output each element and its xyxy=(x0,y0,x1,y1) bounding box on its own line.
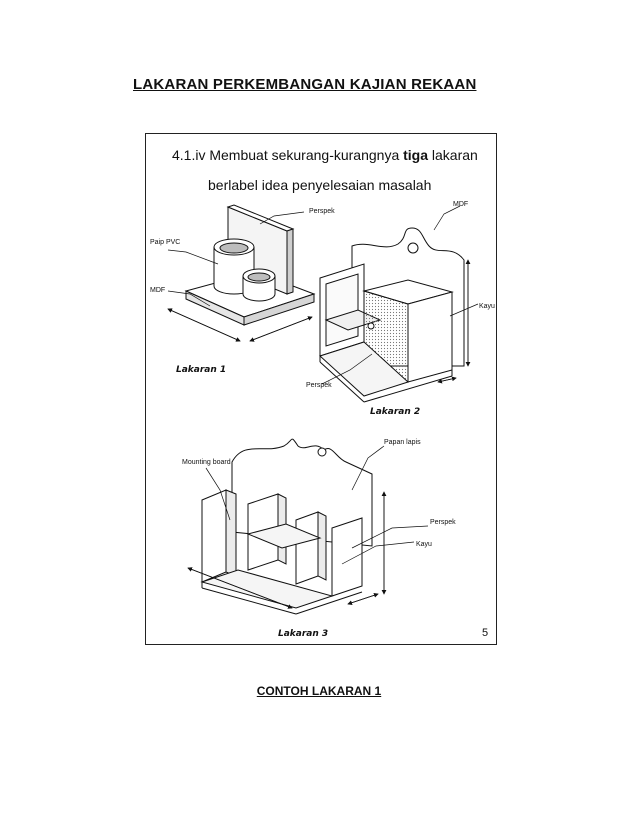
sketch-1-pen-holder xyxy=(167,204,316,342)
label-perspek-2: Perspek xyxy=(306,382,332,389)
sketch-2-cabinet xyxy=(319,205,479,403)
label-paip-pvc: Paip PVC xyxy=(150,239,180,246)
label-kayu-2: Kayu xyxy=(479,303,495,310)
label-mounting-board: Mounting board xyxy=(182,459,231,466)
label-mdf-1: MDF xyxy=(150,287,165,294)
label-papan-lapis: Papan lapis xyxy=(384,439,421,446)
label-perspek-3: Perspek xyxy=(430,519,456,526)
sketch-1-caption: Lakaran 1 xyxy=(176,365,226,375)
label-kayu-3: Kayu xyxy=(416,541,432,548)
sheet-page-number: 5 xyxy=(482,627,488,639)
sketch-sheet: 4.1.iv Membuat sekurang-kurangnya tiga l… xyxy=(145,133,497,645)
instruction-line-2: berlabel idea penyelesaian masalah xyxy=(208,177,431,193)
label-perspek-1: Perspek xyxy=(309,208,335,215)
instruction-line-1: 4.1.iv Membuat sekurang-kurangnya tiga l… xyxy=(172,147,478,163)
figure-caption: CONTOH LAKARAN 1 xyxy=(256,684,382,698)
page-heading: LAKARAN PERKEMBANGAN KAJIAN REKAAN xyxy=(133,76,477,93)
sketch-3-organizer xyxy=(187,438,429,615)
sketch-2-caption: Lakaran 2 xyxy=(370,407,420,417)
label-mdf-2: MDF xyxy=(453,201,468,208)
sketch-3-caption: Lakaran 3 xyxy=(278,629,328,639)
sketch-drawing: 4.1.iv Membuat sekurang-kurangnya tiga l… xyxy=(150,147,495,639)
